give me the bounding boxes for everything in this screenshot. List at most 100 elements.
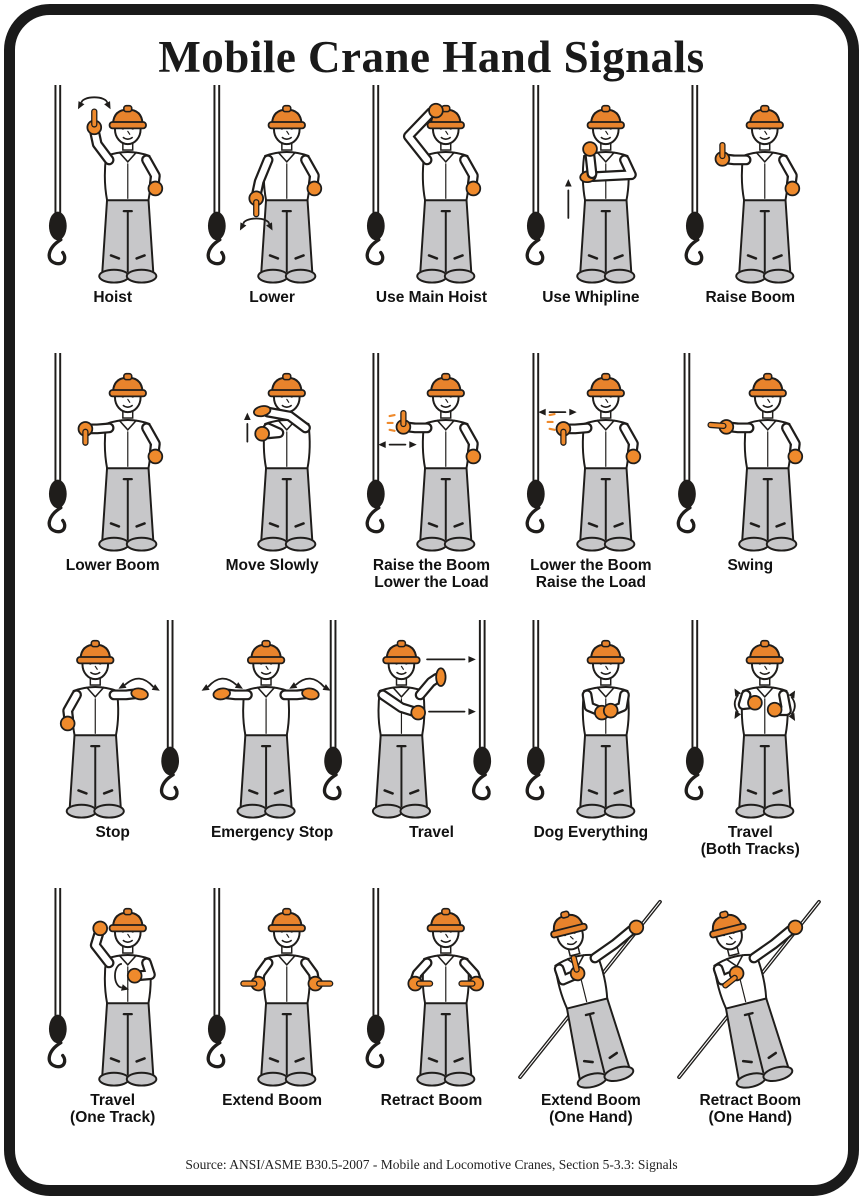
worker-figure	[240, 907, 334, 1087]
signal-figure-move-slowly	[193, 353, 351, 555]
signal-label: Travel (One Track)	[70, 1091, 156, 1126]
hardhat-icon	[745, 639, 785, 665]
signal-label: Raise the Boom Lower the Load	[372, 556, 491, 591]
glove	[254, 425, 271, 442]
worker-figure	[372, 639, 477, 819]
glove	[628, 919, 645, 935]
crane-rope	[372, 352, 380, 481]
crane-rope	[479, 620, 487, 749]
signal-figure-retract-boom-one-hand	[671, 888, 829, 1090]
worker-figure	[77, 372, 163, 552]
glove	[126, 967, 143, 983]
crane-rope	[372, 887, 380, 1016]
glove	[92, 920, 108, 936]
hardhat-icon	[427, 372, 466, 397]
signal-label: Emergency Stop	[210, 824, 334, 841]
crane-rope	[683, 352, 691, 481]
hardhat-icon	[382, 639, 422, 665]
hardhat-icon	[267, 907, 306, 932]
signal-cell-lower-boom: Lower Boom	[34, 352, 192, 574]
signal-cell-extend-boom-one-hand: Extend Boom (One Hand)	[512, 888, 670, 1127]
glove	[147, 448, 163, 464]
crane-rope	[213, 85, 221, 214]
hardhat-icon	[108, 372, 147, 397]
crane-rope	[54, 85, 61, 214]
crane-hook-icon	[525, 211, 545, 266]
signal-cell-retract-boom-one-hand: Retract Boom (One Hand)	[671, 888, 829, 1127]
signal-label: Raise Boom	[705, 289, 796, 306]
crane-hook-icon	[206, 211, 226, 266]
glove	[410, 704, 427, 721]
signal-cell-hoist: Hoist	[34, 85, 192, 306]
worker-figure	[714, 104, 801, 284]
signal-figure-emergency-stop	[193, 620, 351, 822]
glove	[212, 687, 232, 701]
worker-figure	[550, 910, 645, 1089]
signal-figure-extend-boom	[193, 887, 351, 1090]
signal-label: Lower the Boom Raise the Load	[530, 556, 652, 591]
signal-figure-raise-boom	[671, 85, 829, 287]
crane-hook-icon	[206, 1014, 226, 1068]
crane-hook-icon	[366, 479, 386, 533]
signal-figure-extend-boom-one-hand	[512, 888, 670, 1090]
crane-rope	[532, 620, 540, 749]
signal-label: Retract Boom	[380, 1091, 483, 1109]
worker-figure	[244, 372, 317, 552]
hardhat-icon	[75, 639, 115, 665]
hardhat-icon	[586, 104, 625, 130]
signal-figure-use-main-hoist	[352, 85, 510, 287]
glove	[130, 687, 149, 701]
signal-cell-retract-boom: Retract Boom	[352, 887, 510, 1109]
poster-title: Mobile Crane Hand Signals	[158, 32, 705, 82]
worker-figure	[378, 372, 482, 552]
worker-figure	[734, 639, 796, 819]
signal-figure-retract-boom	[352, 887, 510, 1090]
crane-hook-icon	[676, 479, 697, 533]
glove	[787, 919, 804, 935]
crane-rope	[166, 620, 174, 749]
signal-figure-travel-one-track	[34, 887, 192, 1090]
worker-figure	[89, 907, 158, 1087]
signal-cell-use-main-hoist: Use Main Hoist	[352, 85, 510, 306]
crane-rope	[213, 887, 221, 1016]
poster-frame: Mobile Crane Hand Signals Hoist Lower Us…	[4, 4, 859, 1196]
signal-label: Travel	[409, 824, 454, 841]
crane-hook-icon	[472, 746, 492, 801]
glove	[59, 715, 76, 732]
crane-hook-icon	[322, 746, 343, 801]
signal-label: Hoist	[93, 289, 133, 306]
worker-figure	[201, 639, 331, 819]
hardhat-icon	[745, 104, 785, 130]
glove	[784, 180, 801, 197]
glove	[747, 694, 763, 711]
signal-cell-raise-boom: Raise Boom	[671, 85, 829, 306]
signal-cell-extend-boom: Extend Boom	[193, 887, 351, 1109]
glove	[767, 701, 783, 718]
crane-hook-icon	[366, 211, 386, 266]
glove	[428, 102, 445, 119]
hardhat-icon	[709, 910, 747, 938]
crane-rope	[691, 620, 699, 749]
signal-cell-raise-boom-lower-load: Raise the Boom Lower the Load	[352, 352, 510, 592]
hardhat-icon	[586, 639, 625, 665]
signal-figure-stop	[34, 620, 192, 822]
glove	[582, 141, 598, 157]
worker-figure	[707, 372, 804, 552]
signal-label: Lower	[249, 289, 295, 306]
glove	[147, 180, 163, 197]
glove	[301, 687, 320, 701]
crane-rope	[691, 85, 699, 214]
worker-figure	[240, 104, 323, 284]
worker-figure	[576, 639, 636, 819]
crane-hook-icon	[684, 211, 704, 266]
hardhat-icon	[550, 910, 588, 938]
signal-figure-swing	[671, 352, 829, 555]
worker-figure	[538, 372, 642, 552]
crane-rope	[532, 85, 540, 214]
crane-hook-icon	[684, 746, 704, 801]
glove	[466, 180, 482, 197]
source-citation: Source: ANSI/ASME B30.5-2007 - Mobile an…	[185, 1157, 678, 1172]
signal-cell-travel-both-tracks: Travel (Both Tracks)	[671, 620, 829, 859]
signal-cell-travel: Travel	[352, 620, 510, 841]
crane-hook-icon	[47, 1014, 67, 1068]
